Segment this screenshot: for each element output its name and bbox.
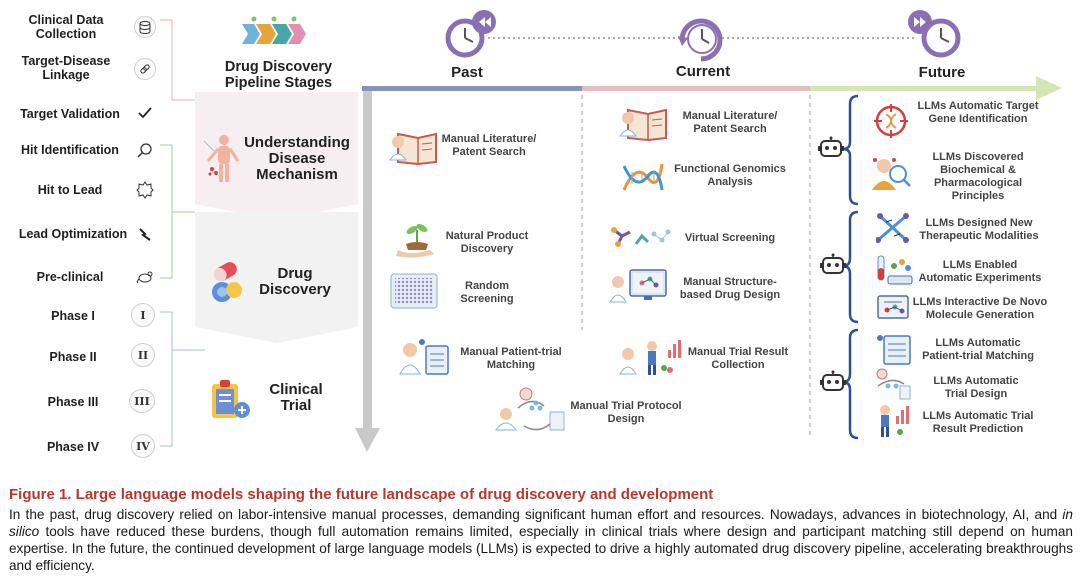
phase-1-icon: I [131, 303, 155, 327]
future-item-molecule-generation: LLMs Interactive De Novo Molecule Genera… [912, 296, 1048, 321]
stage-target-disease-linkage: Target-Disease Linkage [21, 54, 111, 82]
checkmark-icon [134, 102, 156, 124]
phase-3-icon: III [129, 389, 155, 413]
stage-clinical-trial: Clinical Trial [269, 381, 323, 414]
future-item-trial-prediction: LLMs Automatic Trial Result Prediction [922, 410, 1034, 435]
figure-caption-body: In the past, drug discovery relied on la… [9, 506, 1073, 574]
caption-body-part2: tools have reduced these burdens, though… [9, 524, 1073, 573]
future-item-trial-design: LLMs Automatic Trial Design [933, 375, 1019, 400]
patient-matching-icon [399, 339, 449, 375]
stage-hit-identification: Hit Identification [21, 143, 119, 157]
robot-icon-1 [818, 136, 844, 157]
pipeline-arrows-icon [242, 16, 306, 44]
literature-icon [389, 132, 437, 166]
auto-trial-prediction-icon [880, 405, 909, 437]
past-item-random-screening: Random Screening [460, 280, 514, 305]
database-icon [134, 16, 156, 38]
diagram-background [160, 19, 1062, 452]
mouse-icon [134, 266, 156, 288]
robot-icon-2 [820, 253, 846, 274]
stage-phase-2: Phase II [49, 350, 97, 364]
structure-design-icon [609, 269, 667, 303]
literature-icon-current [619, 108, 667, 142]
body-anatomy-icon [203, 135, 240, 182]
auto-trial-design-icon [876, 368, 911, 400]
robot-icon-3 [820, 370, 846, 391]
stage-hit-to-lead: Hit to Lead [37, 183, 103, 197]
period-past: Past [451, 64, 483, 81]
figure-caption-title: Figure 1. Large language models shaping … [9, 486, 714, 503]
dna-icon [622, 163, 664, 191]
stage-clinical-data-collection: Clinical Data Collection [28, 13, 104, 41]
future-clock-icon [908, 10, 961, 58]
past-item-natural-product: Natural Product Discovery [445, 230, 529, 255]
current-item-structure-design: Manual Structure-based Drug Design [679, 276, 781, 301]
future-item-modalities: LLMs Designed New Therapeutic Modalities [919, 217, 1039, 242]
future-item-target-gene: LLMs Automatic Target Gene Identificatio… [917, 100, 1039, 125]
current-clock-icon [678, 18, 723, 62]
clinical-clipboard-icon [212, 380, 250, 418]
past-item-trial-protocol: Manual Trial Protocol Design [570, 400, 682, 425]
stage-phase-1: Phase I [51, 309, 95, 323]
current-item-trial-result-collection: Manual Trial Result Collection [687, 346, 789, 371]
future-bar [810, 86, 1038, 91]
phase-2-icon: II [131, 343, 155, 367]
caption-body-italic: in silico [9, 507, 1073, 539]
future-arrowhead [1036, 76, 1062, 100]
pipeline-title: Drug Discovery Pipeline Stages [224, 59, 333, 91]
stage-understanding-disease-mechanism: Understanding Disease Mechanism [244, 134, 350, 183]
past-clock-icon [445, 10, 496, 58]
phase-4-icon: IV [131, 434, 155, 458]
future-item-automatic-experiments: LLMs Enabled Automatic Experiments [918, 259, 1042, 284]
past-item-patient-trial-matching: Manual Patient-trial Matching [460, 346, 562, 371]
discovery-band [195, 212, 358, 343]
badge-icon [134, 179, 156, 201]
future-item-biochemical: LLMs Discovered Biochemical & Pharmacolo… [932, 151, 1024, 202]
molecule-generation-icon [877, 295, 909, 319]
biochemical-icon [872, 158, 911, 190]
link-icon [134, 58, 156, 80]
molecules-icon [611, 227, 671, 247]
trial-protocol-icon [495, 387, 565, 431]
past-bar [362, 86, 582, 91]
stage-phase-3: Phase III [47, 395, 99, 409]
automatic-experiments-icon [877, 255, 913, 285]
current-bar [582, 86, 810, 91]
modalities-icon [876, 213, 909, 243]
period-current: Current [675, 63, 731, 80]
vertical-arrow-head [355, 428, 380, 452]
plate-screening-icon [390, 273, 438, 309]
caption-body-part1: In the past, drug discovery relied on la… [9, 507, 1063, 522]
stage-lead-optimization: Lead Optimization [18, 227, 128, 241]
search-icon [134, 139, 156, 161]
stage-phase-4: Phase IV [46, 440, 100, 454]
trial-result-icon [619, 340, 681, 375]
past-item-literature: Manual Literature/ Patent Search [441, 133, 537, 158]
period-future: Future [918, 64, 966, 81]
vertical-arrow-shaft [363, 91, 372, 431]
plant-hand-icon [396, 224, 434, 258]
auto-patient-matching-icon [877, 335, 911, 365]
understanding-band [195, 92, 358, 220]
target-gene-icon [874, 104, 908, 138]
current-item-virtual-screening: Virtual Screening [684, 232, 776, 244]
stage-drug-discovery: Drug Discovery [259, 265, 331, 298]
stage-pre-clinical: Pre-clinical [36, 270, 104, 284]
current-item-literature: Manual Literature/ Patent Search [682, 110, 778, 135]
future-item-patient-matching: LLMs Automatic Patient-trial Matching [922, 337, 1034, 362]
lightning-icon [134, 223, 156, 245]
current-item-functional-genomics: Functional Genomics Analysis [674, 163, 786, 188]
stage-target-validation: Target Validation [20, 107, 120, 121]
future-bracket-1 [842, 94, 859, 206]
pills-icon [212, 262, 242, 302]
